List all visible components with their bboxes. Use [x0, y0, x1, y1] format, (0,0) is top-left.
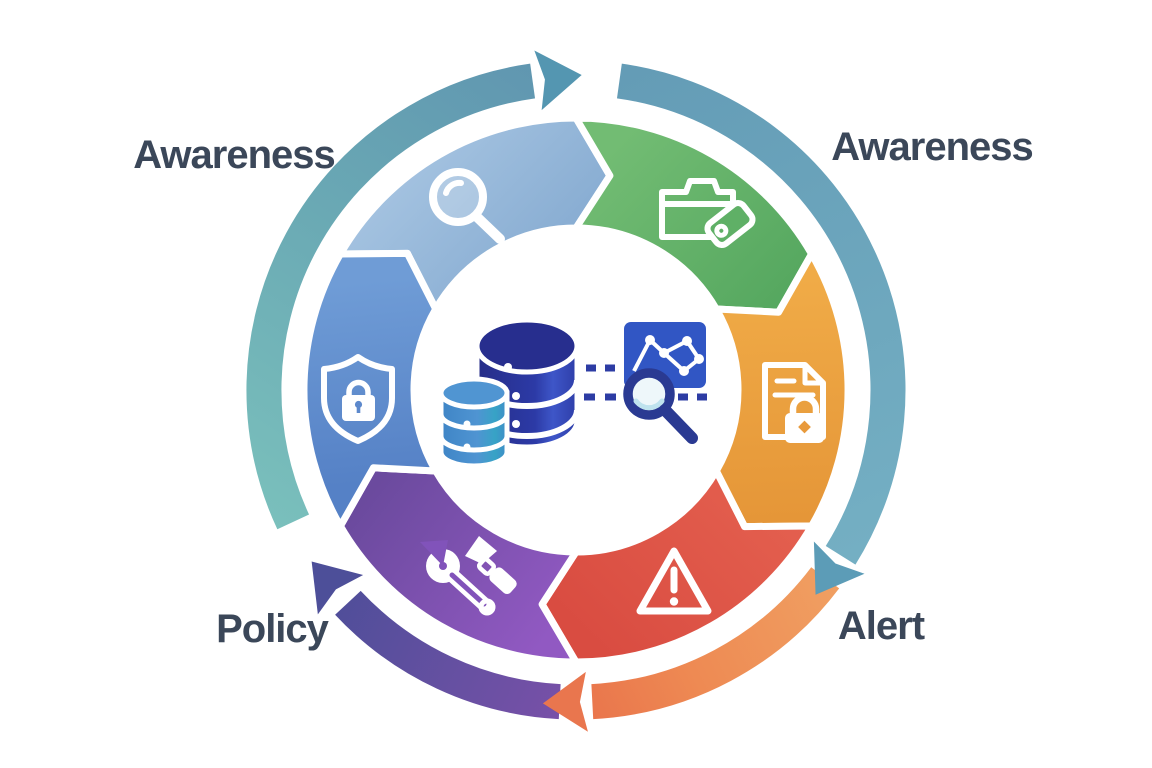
- teal-right-arrowhead: [813, 541, 865, 595]
- tools-icon: [420, 536, 517, 616]
- purple-arrowhead: [311, 561, 364, 615]
- label-alert: Alert: [838, 604, 925, 648]
- shield-lock-icon: [321, 354, 395, 444]
- database-small-icon: [438, 376, 510, 469]
- teal-arc-left: [246, 63, 536, 530]
- label-policy: Policy: [216, 607, 330, 651]
- warning-triangle-icon: [636, 547, 712, 615]
- purple-arc-bottom-left: [335, 590, 561, 720]
- orange-arrowhead: [542, 671, 588, 732]
- orange-arc-bottom-right: [591, 567, 840, 720]
- label-awareness-top-right: Awareness: [831, 125, 1033, 169]
- dotted-connector: [584, 364, 712, 401]
- label-awareness-top-left: Awareness: [133, 133, 335, 177]
- magnifier-icon: [429, 168, 505, 244]
- center-illustration: [438, 317, 712, 469]
- outer-ring: [246, 50, 906, 732]
- center-magnifier-icon: [623, 368, 698, 444]
- document-lock-icon: [762, 362, 826, 443]
- folder-tag-icon: [659, 178, 756, 248]
- teal-top-arrowhead: [534, 50, 582, 111]
- teal-arc-right: [616, 63, 906, 565]
